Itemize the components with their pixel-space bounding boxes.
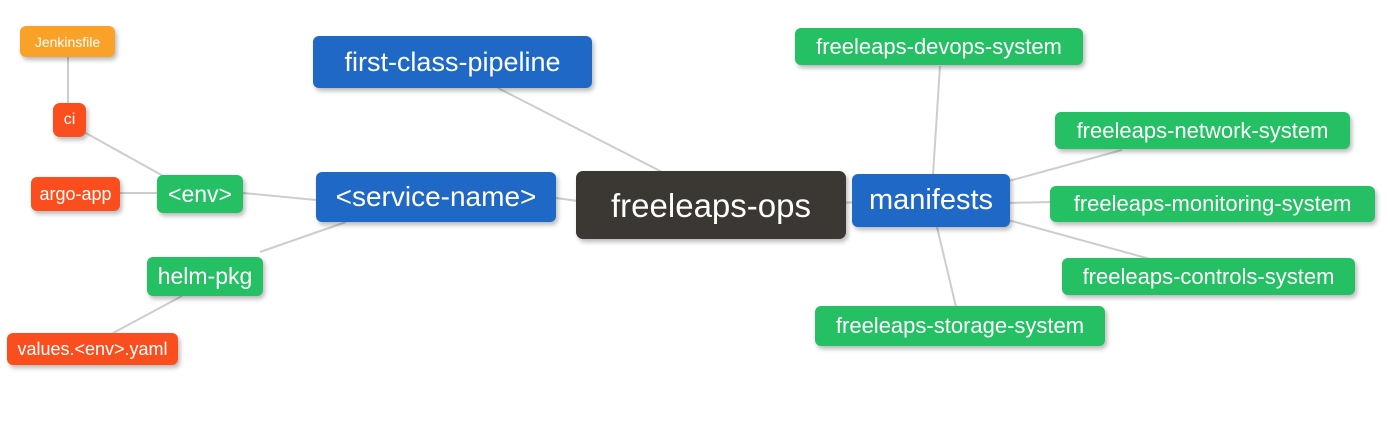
node-freeleaps-ops-root[interactable]: freeleaps-ops [576, 171, 846, 239]
node-service-name[interactable]: <service-name> [316, 172, 556, 222]
edge-pipeline-ops [497, 87, 663, 173]
node-freeleaps-monitoring-system[interactable]: freeleaps-monitoring-system [1050, 186, 1375, 222]
node-freeleaps-controls-system[interactable]: freeleaps-controls-system [1062, 258, 1355, 295]
node-first-class-pipeline[interactable]: first-class-pipeline [313, 36, 592, 88]
node-ci[interactable]: ci [53, 103, 86, 137]
edge-env-service-name [242, 192, 317, 201]
node-jenkinsfile[interactable]: Jenkinsfile [20, 26, 115, 57]
edge-helm-pkg-service-name [259, 221, 347, 253]
edge-manifests-monitoring [1004, 201, 1053, 204]
node-freeleaps-devops-system[interactable]: freeleaps-devops-system [795, 28, 1083, 65]
edge-manifests-network [1004, 149, 1123, 183]
node-values-env-yaml[interactable]: values.<env>.yaml [7, 333, 178, 365]
node-env[interactable]: <env> [157, 175, 243, 213]
edge-manifests-devops [932, 65, 941, 176]
node-manifests[interactable]: manifests [852, 174, 1010, 227]
node-helm-pkg[interactable]: helm-pkg [147, 257, 263, 296]
edge-values-helm-pkg [112, 295, 183, 334]
edge-service-name-ops [555, 197, 579, 202]
node-argo-app[interactable]: argo-app [31, 177, 120, 211]
edge-manifests-controls [1007, 219, 1151, 260]
edge-manifests-storage [936, 226, 957, 308]
node-freeleaps-network-system[interactable]: freeleaps-network-system [1055, 112, 1350, 149]
node-freeleaps-storage-system[interactable]: freeleaps-storage-system [815, 306, 1105, 346]
edge-ci-env [83, 131, 166, 178]
